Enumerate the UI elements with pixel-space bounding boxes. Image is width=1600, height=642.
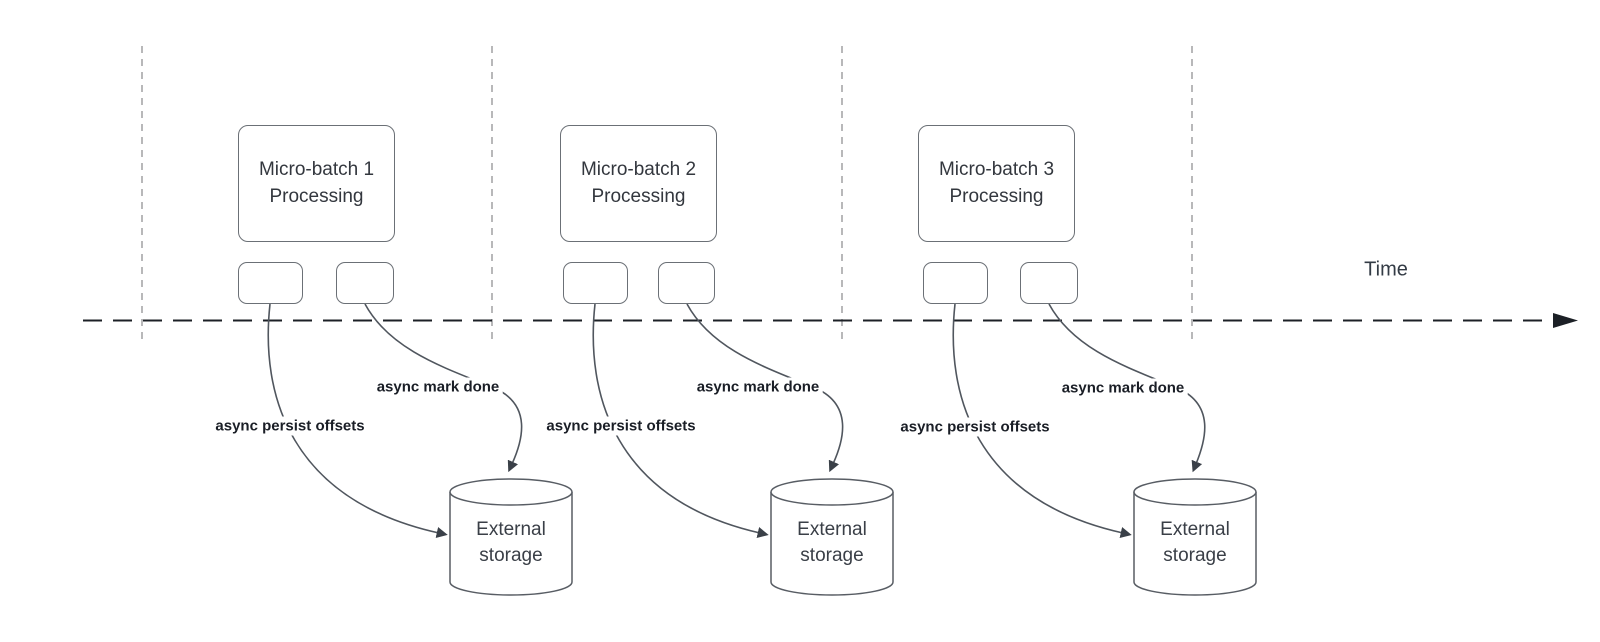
persist-offsets-node-1 [238, 262, 303, 304]
persist-offsets-arrow-1 [267, 303, 448, 538]
mark-done-node-3 [1020, 262, 1078, 304]
cylinder-body [449, 492, 573, 596]
persist-offsets-node-3 [923, 262, 988, 304]
external-storage-cylinder-2 [770, 478, 894, 596]
micro-batch-1-processing-box: Micro-batch 1 Processing [238, 125, 395, 242]
mark-done-label-1: async mark done [373, 377, 503, 397]
cylinder-top [1133, 478, 1257, 506]
external-storage-cylinder-3 [1133, 478, 1257, 596]
persist-offsets-arrow-2 [592, 303, 769, 538]
persist-offsets-node-2 [563, 262, 628, 304]
persist-offsets-arrow-3 [952, 303, 1132, 538]
external-storage-label-1: External storage [476, 518, 546, 566]
cylinder-top [770, 478, 894, 506]
external-storage-label-3: External storage [1160, 518, 1230, 566]
mark-done-label-2: async mark done [693, 377, 823, 397]
persist-offsets-label-1: async persist offsets [212, 416, 368, 436]
cylinder-body [1133, 492, 1257, 596]
persist-offsets-label-3: async persist offsets [897, 417, 1053, 437]
time-axis-label: Time [1364, 258, 1408, 281]
cylinder-top [449, 478, 573, 506]
persist-offsets-label-2: async persist offsets [543, 416, 699, 436]
time-axis-arrowhead-icon [1553, 313, 1578, 328]
mark-done-label-3: async mark done [1058, 378, 1188, 398]
external-storage-cylinder-1 [449, 478, 573, 596]
micro-batch-3-processing-box: Micro-batch 3 Processing [918, 125, 1075, 242]
cylinder-body [770, 492, 894, 596]
external-storage-label-2: External storage [797, 518, 867, 566]
mark-done-node-1 [336, 262, 394, 304]
micro-batch-2-processing-box: Micro-batch 2 Processing [560, 125, 717, 242]
mark-done-node-2 [658, 262, 715, 304]
